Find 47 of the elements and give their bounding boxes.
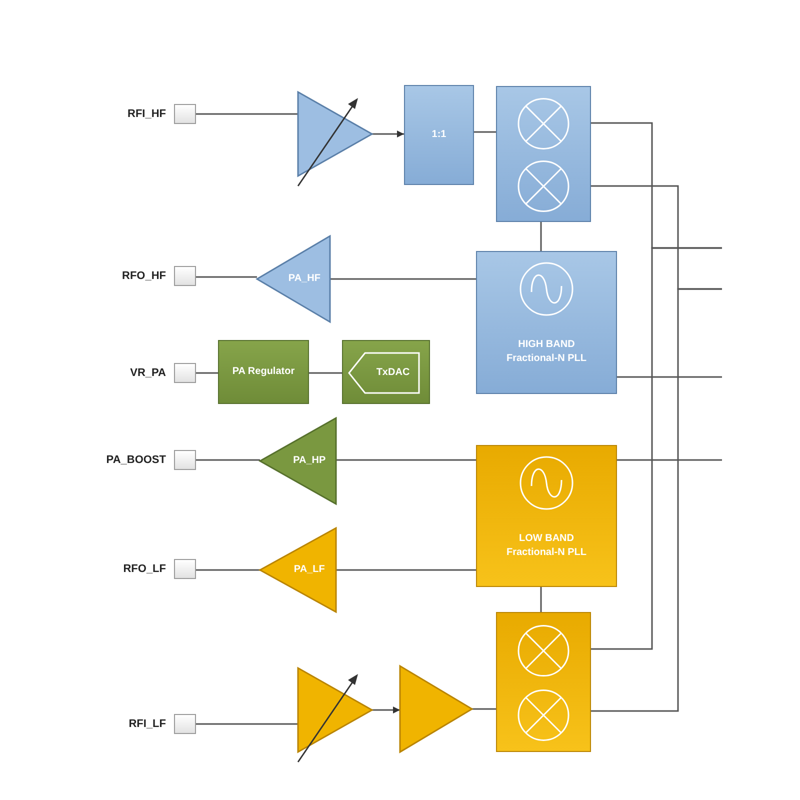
connector-line xyxy=(591,288,722,712)
connector-line xyxy=(372,706,400,714)
mixer-box xyxy=(496,86,591,222)
amplifier-triangle xyxy=(400,666,472,752)
amplifier-label: PA_LF xyxy=(292,563,326,576)
pin-label: RFO_HF xyxy=(122,270,166,282)
connector-line xyxy=(309,372,342,374)
pin-label: PA_BOOST xyxy=(106,454,166,466)
power-amplifier-triangle xyxy=(260,528,336,612)
connector-line xyxy=(617,459,722,461)
block-label: LOW BAND Fractional-N PLL xyxy=(505,532,588,559)
dac-box xyxy=(342,340,430,404)
block-label: TxDAC xyxy=(375,366,411,380)
power-amplifier-triangle xyxy=(257,236,330,322)
connector-line xyxy=(540,222,542,251)
block-label: HIGH BAND Fractional-N PLL xyxy=(505,338,588,365)
pll-box xyxy=(476,445,617,587)
connector-line xyxy=(474,131,496,133)
connector-line xyxy=(336,569,476,571)
connector-line xyxy=(196,723,298,725)
pin-label: RFI_LF xyxy=(128,718,166,730)
pin-label: RFO_LF xyxy=(123,563,166,575)
block-box xyxy=(218,340,309,404)
pll-box xyxy=(476,251,617,394)
connector-line xyxy=(196,113,298,115)
connector-line xyxy=(196,459,260,461)
connector-line xyxy=(330,278,476,280)
connector-line xyxy=(591,247,722,650)
block-box xyxy=(404,85,474,185)
connector-line xyxy=(617,376,722,378)
amplifier-label: PA_HF xyxy=(287,272,322,286)
amplifier-triangle xyxy=(298,668,372,764)
connector-line xyxy=(540,587,542,612)
connector-line xyxy=(372,130,404,138)
power-amplifier-triangle xyxy=(260,418,336,504)
amplifier-label: PA_HP xyxy=(292,454,327,468)
connector-line xyxy=(196,276,257,278)
block-label: 1:1 xyxy=(430,128,448,142)
block-label: PA Regulator xyxy=(231,365,296,378)
connector-line xyxy=(472,708,496,710)
amplifier-triangle xyxy=(298,92,372,188)
connector-line xyxy=(196,569,260,571)
connector-line xyxy=(336,459,476,461)
connector-line xyxy=(196,372,218,374)
pin-label: VR_PA xyxy=(130,367,166,379)
mixer-box xyxy=(496,612,591,752)
pin-label: RFI_HF xyxy=(128,108,166,120)
